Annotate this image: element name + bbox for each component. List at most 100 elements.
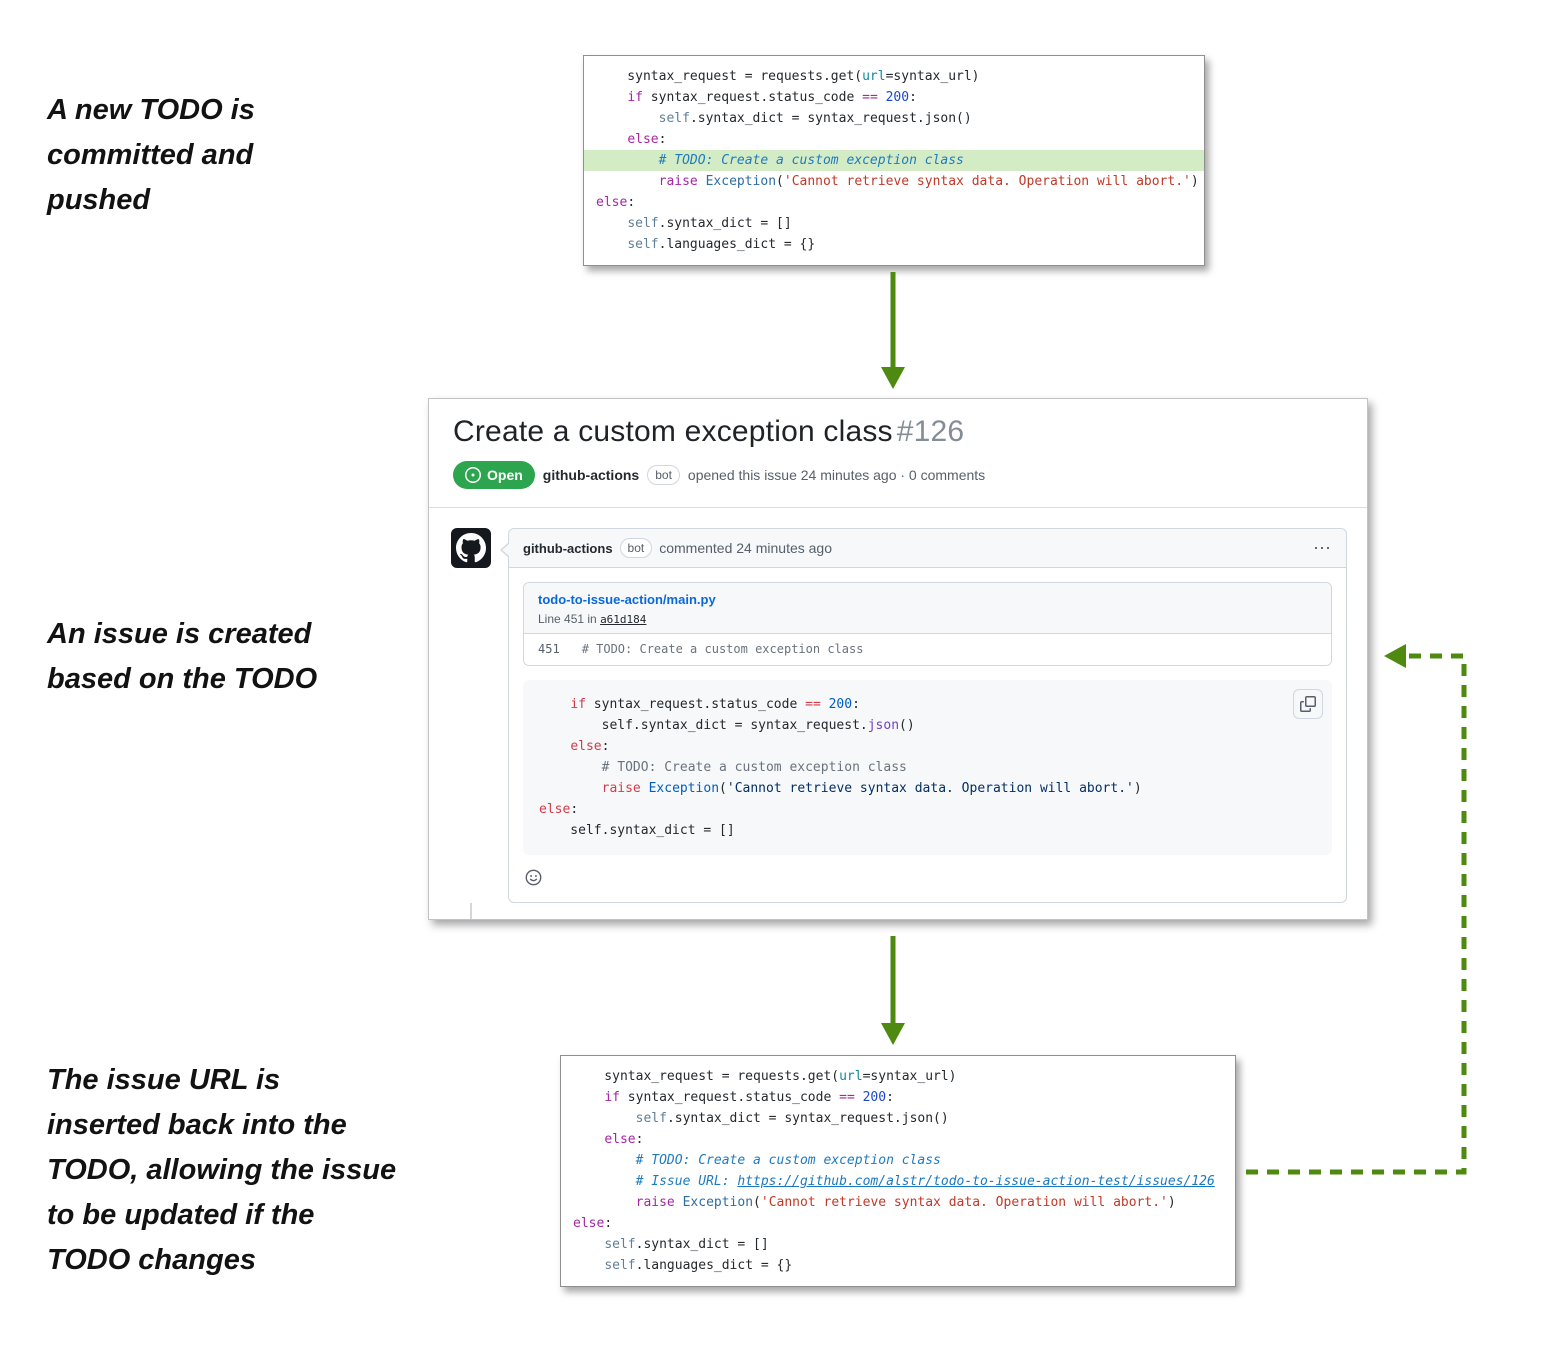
referenced-code-text: # TODO: Create a custom exception class	[581, 642, 864, 656]
commit-link[interactable]: a61d184	[600, 613, 647, 626]
code-reference-card: todo-to-issue-action/main.py Line 451 in…	[523, 582, 1332, 666]
code-token: # TODO: Create a custom exception class	[573, 1153, 941, 1168]
code-token	[878, 90, 886, 105]
code-token: Exception	[682, 1195, 754, 1210]
referenced-file-link[interactable]: todo-to-issue-action/main.py	[538, 592, 716, 607]
issue-header: Create a custom exception class#126 Open…	[429, 399, 1367, 489]
github-issue-card: Create a custom exception class#126 Open…	[428, 398, 1368, 920]
line-number: 451	[538, 642, 560, 656]
code-token	[596, 237, 627, 252]
code-line: self.syntax_dict = syntax_request.json()	[596, 108, 1192, 129]
arrow-commit-to-issue	[881, 272, 905, 389]
annotation-step2: An issue is created based on the TODO	[47, 618, 318, 695]
code-token: ==	[862, 90, 878, 105]
code-line: if syntax_request.status_code == 200:	[596, 87, 1192, 108]
code-token: if	[604, 1090, 620, 1105]
code-token: :	[852, 697, 860, 712]
code-token: self	[635, 1111, 667, 1126]
code-token: Exception	[648, 781, 720, 796]
code-token: .languages_dict = {}	[635, 1258, 793, 1273]
code-reference-header: todo-to-issue-action/main.py Line 451 in…	[524, 583, 1331, 634]
issue-number: #126	[896, 415, 965, 448]
issue-opened-text: opened this issue 24 minutes ago · 0 com…	[687, 467, 986, 483]
code-token	[596, 174, 659, 189]
code-token: if	[627, 90, 643, 105]
github-actions-avatar[interactable]	[451, 528, 491, 568]
code-line: # Issue URL: https://github.com/alstr/to…	[573, 1171, 1223, 1192]
annotation-step3: The issue URL is inserted back into the …	[47, 1064, 397, 1276]
code-token: .syntax_dict = syntax_request.json()	[689, 111, 972, 126]
octocat-icon	[456, 533, 486, 563]
code-token: else	[604, 1132, 636, 1147]
code-token: :	[604, 1216, 613, 1231]
issue-url-link[interactable]: https://github.com/alstr/todo-to-issue-a…	[737, 1174, 1215, 1189]
code-token: self.syntax_dict = []	[539, 823, 735, 838]
editor-snippet-issue-url: syntax_request = requests.get(url=syntax…	[560, 1055, 1236, 1287]
code-token: self	[604, 1237, 636, 1252]
code-line: syntax_request = requests.get(url=syntax…	[573, 1066, 1223, 1087]
code-token: 'Cannot retrieve syntax data. Operation …	[760, 1195, 1168, 1210]
code-token: :	[601, 739, 610, 754]
code-token: (	[753, 1195, 761, 1210]
code-token	[573, 1237, 604, 1252]
code-token: :	[909, 90, 917, 105]
code-token: else	[570, 739, 602, 754]
code-token: url	[839, 1069, 863, 1084]
code-token: else	[596, 195, 628, 210]
line-label: Line 451 in	[538, 612, 597, 626]
code-line: if syntax_request.status_code == 200:	[539, 694, 1316, 715]
code-token: 'Cannot retrieve syntax data. Operation …	[726, 781, 1134, 796]
code-line: raise Exception('Cannot retrieve syntax …	[596, 171, 1199, 192]
copy-icon	[1300, 696, 1316, 712]
code-token: .languages_dict = {}	[658, 237, 816, 252]
code-token: syntax_request = requests.get(	[573, 1069, 840, 1084]
code-token	[641, 781, 649, 796]
code-token: )	[1167, 1195, 1176, 1210]
code-token: 'Cannot retrieve syntax data. Operation …	[783, 174, 1191, 189]
issue-author-link[interactable]: github-actions	[542, 467, 640, 483]
code-token	[596, 216, 627, 231]
code-token: if	[570, 697, 586, 712]
code-token: syntax_request.status_code	[585, 697, 806, 712]
code-token: .syntax_dict = []	[658, 216, 792, 231]
comment-timestamp: commented 24 minutes ago	[659, 540, 832, 556]
code-token: ==	[805, 697, 821, 712]
code-token: syntax_request.status_code	[619, 1090, 840, 1105]
code-token: self	[658, 111, 690, 126]
issue-header-divider	[429, 507, 1367, 508]
code-token: raise	[635, 1195, 675, 1210]
highlighted-todo-line: # TODO: Create a custom exception class	[584, 150, 1204, 171]
add-reaction-button[interactable]	[523, 867, 544, 888]
code-token: .syntax_dict = syntax_request.json()	[666, 1111, 949, 1126]
issue-title-text: Create a custom exception class	[453, 415, 893, 448]
code-token: :	[886, 1090, 894, 1105]
code-line: self.syntax_dict = syntax_request.json()	[573, 1108, 1223, 1129]
code-token: :	[658, 132, 667, 147]
code-line: else:	[596, 192, 1192, 213]
code-line: raise Exception('Cannot retrieve syntax …	[573, 1192, 1223, 1213]
copy-button[interactable]	[1293, 689, 1323, 719]
code-token	[573, 1132, 604, 1147]
code-token: :	[635, 1132, 644, 1147]
code-line: else:	[539, 799, 1316, 820]
issue-state-badge: Open	[453, 461, 535, 489]
issue-opened-icon	[465, 467, 481, 483]
code-token: )	[1190, 174, 1199, 189]
code-token: raise	[658, 174, 698, 189]
code-token: (	[776, 174, 784, 189]
smiley-icon	[525, 869, 542, 886]
code-token: )	[1133, 781, 1142, 796]
kebab-menu-icon[interactable]: ⋯	[1313, 538, 1332, 558]
code-token: self	[627, 237, 659, 252]
comment-author-link[interactable]: github-actions	[523, 540, 613, 556]
code-token	[573, 1111, 636, 1126]
code-line: self.languages_dict = {}	[573, 1255, 1223, 1276]
code-token: =syntax_url)	[885, 69, 980, 84]
issue-comment: github-actions bot commented 24 minutes …	[429, 508, 1367, 903]
code-token: ()	[899, 718, 915, 733]
arrow-issue-to-code	[881, 936, 905, 1045]
code-line: else:	[573, 1129, 1223, 1150]
code-token: json	[867, 718, 900, 733]
code-token: raise	[601, 781, 641, 796]
issue-meta-row: Open github-actions bot opened this issu…	[453, 461, 1341, 489]
